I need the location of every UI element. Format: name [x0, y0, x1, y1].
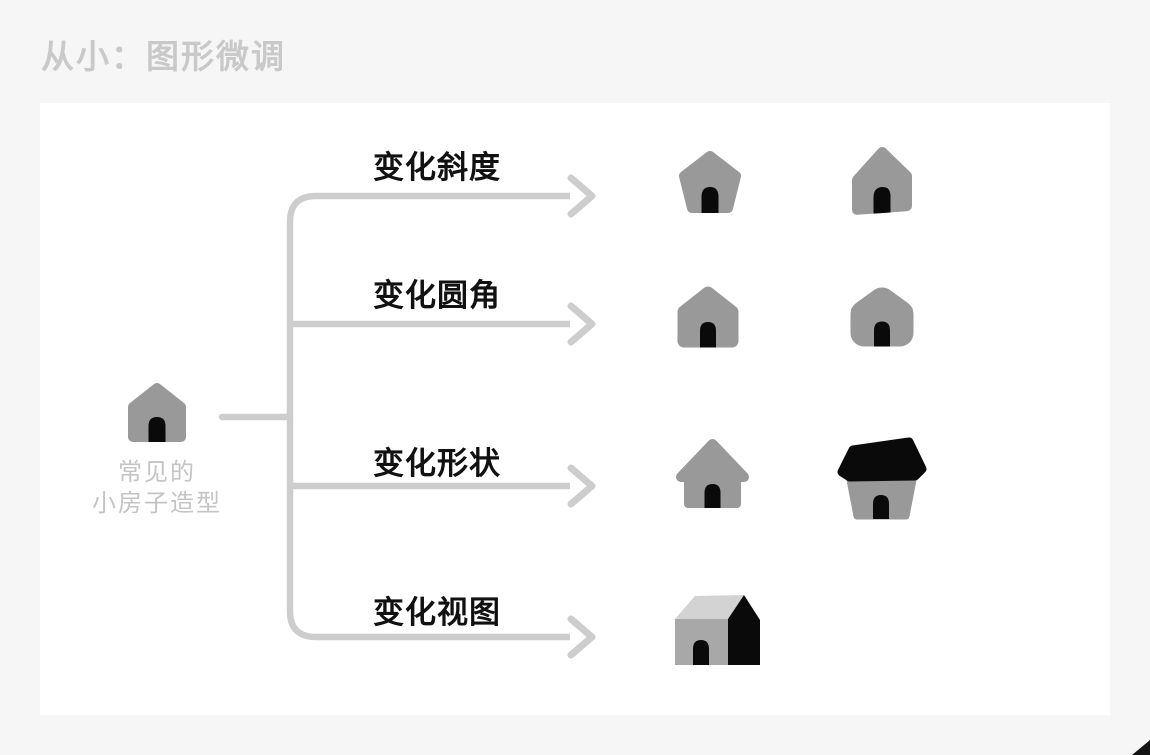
house-overhanging-eaves: [666, 433, 754, 519]
branch-label-rounded-corner: 变化圆角: [373, 278, 501, 313]
door: [693, 640, 709, 665]
house-black-tilted-roof-icon: [837, 437, 927, 520]
house-slanted-walls: [676, 146, 744, 223]
house-large-rounded-corners-icon: [850, 287, 914, 347]
house-3d-perspective: [674, 593, 762, 672]
source-caption-line2: 小房子造型: [92, 490, 222, 517]
gable-face: [728, 595, 760, 665]
source-caption-line1: 常见的: [118, 459, 196, 486]
house-3d-perspective-icon: [675, 595, 760, 665]
page-curl-corner-icon: [1132, 740, 1150, 755]
branch-label-view: 变化视图: [373, 595, 501, 630]
house-slanted-walls-icon: [679, 151, 741, 213]
house-small-rounded-corners: [676, 283, 742, 359]
branch-label-shape: 变化形状: [373, 446, 501, 481]
roof-face: [675, 595, 744, 619]
house-icon: [128, 383, 186, 442]
branch-label-slope: 变化斜度: [373, 150, 501, 185]
diagram-panel: [40, 103, 1110, 715]
house-overhanging-eaves-icon: [676, 439, 749, 508]
page-title: 从小：图形微调: [41, 38, 286, 75]
house-large-rounded-corners: [847, 282, 917, 358]
house-black-tilted-roof: [837, 436, 927, 527]
source-house: [126, 379, 188, 450]
house-small-rounded-corners-icon: [677, 286, 739, 348]
source-caption: 常见的 小房子造型: [47, 457, 267, 519]
house-skewed-steep-roof: [848, 144, 916, 223]
house-skewed-steep-roof-icon: [852, 146, 912, 215]
